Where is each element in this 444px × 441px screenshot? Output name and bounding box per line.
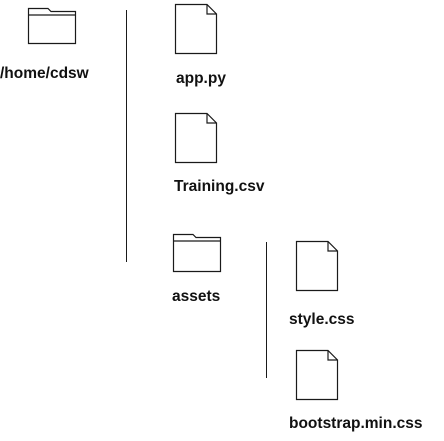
bootstrap-css-label: bootstrap.min.css bbox=[289, 415, 423, 432]
app-py-label: app.py bbox=[176, 70, 226, 87]
assets-folder-label: assets bbox=[172, 288, 221, 305]
folder-icon bbox=[27, 7, 77, 45]
root-folder-label: /home/cdsw bbox=[0, 65, 89, 82]
file-icon bbox=[295, 240, 339, 292]
style-css-label: style.css bbox=[289, 311, 355, 328]
file-icon bbox=[295, 349, 339, 401]
file-icon bbox=[174, 3, 218, 55]
training-csv-label: Training.csv bbox=[174, 178, 265, 195]
folder-icon bbox=[172, 233, 222, 273]
file-icon bbox=[174, 112, 218, 164]
